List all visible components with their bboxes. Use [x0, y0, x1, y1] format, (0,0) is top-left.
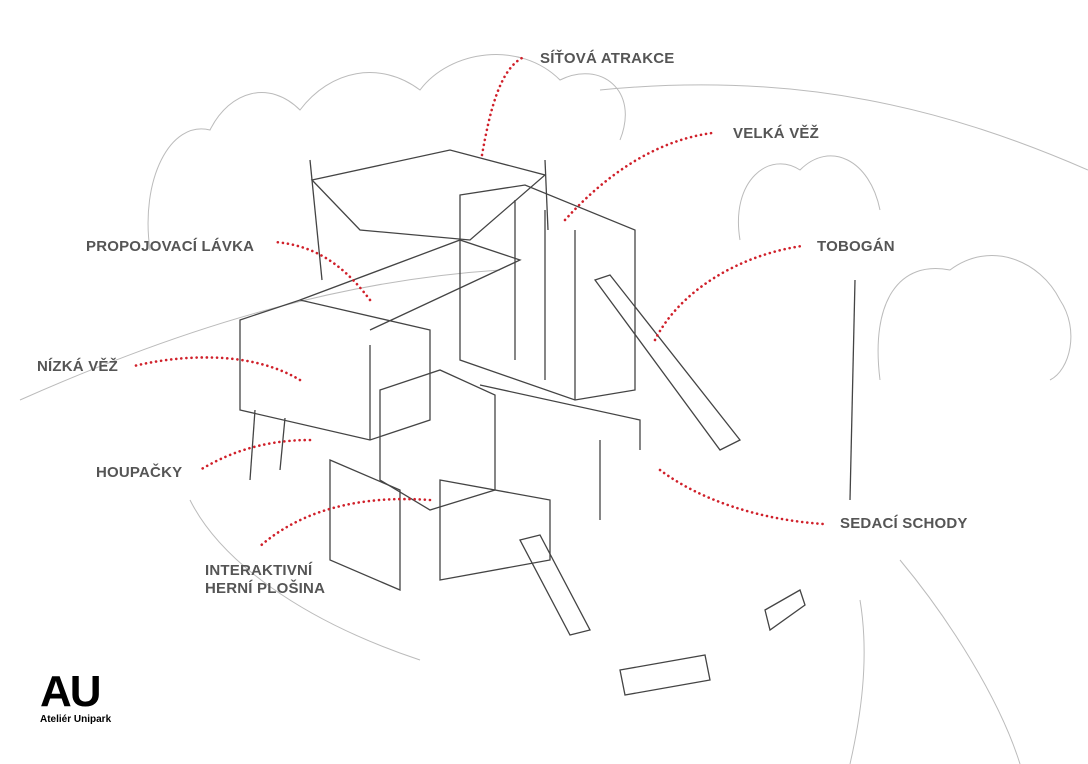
logo-name: Ateliér Unipark — [40, 714, 112, 725]
label-velka-vez: VELKÁ VĚŽ — [733, 125, 819, 142]
label-propojovaci-lavka: PROPOJOVACÍ LÁVKA — [86, 238, 255, 255]
arrow-sedaci-schody — [658, 468, 826, 526]
arrow-velka-vez — [563, 131, 714, 222]
arrow-interaktivni — [256, 497, 432, 550]
atelier-unipark-logo: AU Ateliér Unipark — [40, 667, 120, 726]
label-houpacky: HOUPAČKY — [96, 464, 183, 481]
label-interaktivni-herni-plosina: INTERAKTIVNÍ HERNÍ PLOŠINA — [205, 562, 325, 598]
arrow-propojovaci-lavka — [273, 240, 372, 302]
arrow-houpacky — [198, 438, 312, 472]
label-nizka-vez: NÍZKÁ VĚŽ — [37, 358, 118, 375]
background-trees — [19, 54, 1088, 764]
logo-mark: AU — [40, 667, 102, 716]
callout-arrows — [132, 56, 826, 550]
label-line-1: INTERAKTIVNÍ — [205, 562, 313, 579]
label-tobogan: TOBOGÁN — [817, 238, 895, 255]
arrow-sitova-atrakce — [480, 56, 524, 157]
label-sedaci-schody: SEDACÍ SCHODY — [840, 515, 968, 532]
structure-lines — [239, 149, 856, 696]
arrow-nizka-vez — [132, 356, 302, 382]
label-sitova-atrakce: SÍŤOVÁ ATRAKCE — [540, 50, 675, 67]
arrow-tobogan — [653, 244, 804, 342]
label-line-2: HERNÍ PLOŠINA — [205, 580, 326, 597]
